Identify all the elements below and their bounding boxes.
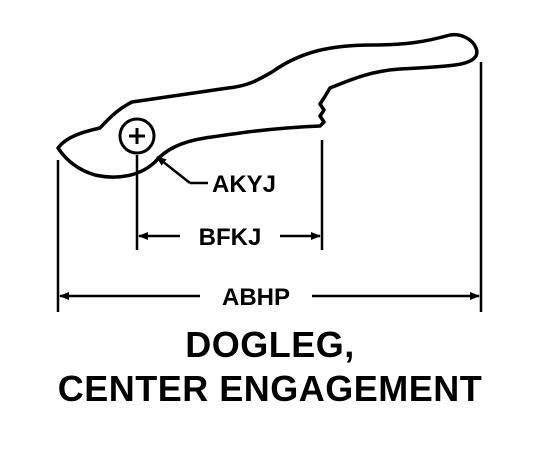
- dogleg-part-outline: [56, 32, 479, 179]
- title-line-2: CENTER ENGAGEMENT: [57, 368, 483, 409]
- abhp-label: ABHP: [222, 284, 290, 311]
- akyj-leader-arrow: [156, 156, 191, 184]
- title-line-1: DOGLEG,: [185, 324, 355, 365]
- diagram-title: DOGLEG, CENTER ENGAGEMENT: [0, 323, 540, 411]
- bfkj-label: BFKJ: [199, 224, 262, 251]
- akyj-label: AKYJ: [212, 171, 276, 198]
